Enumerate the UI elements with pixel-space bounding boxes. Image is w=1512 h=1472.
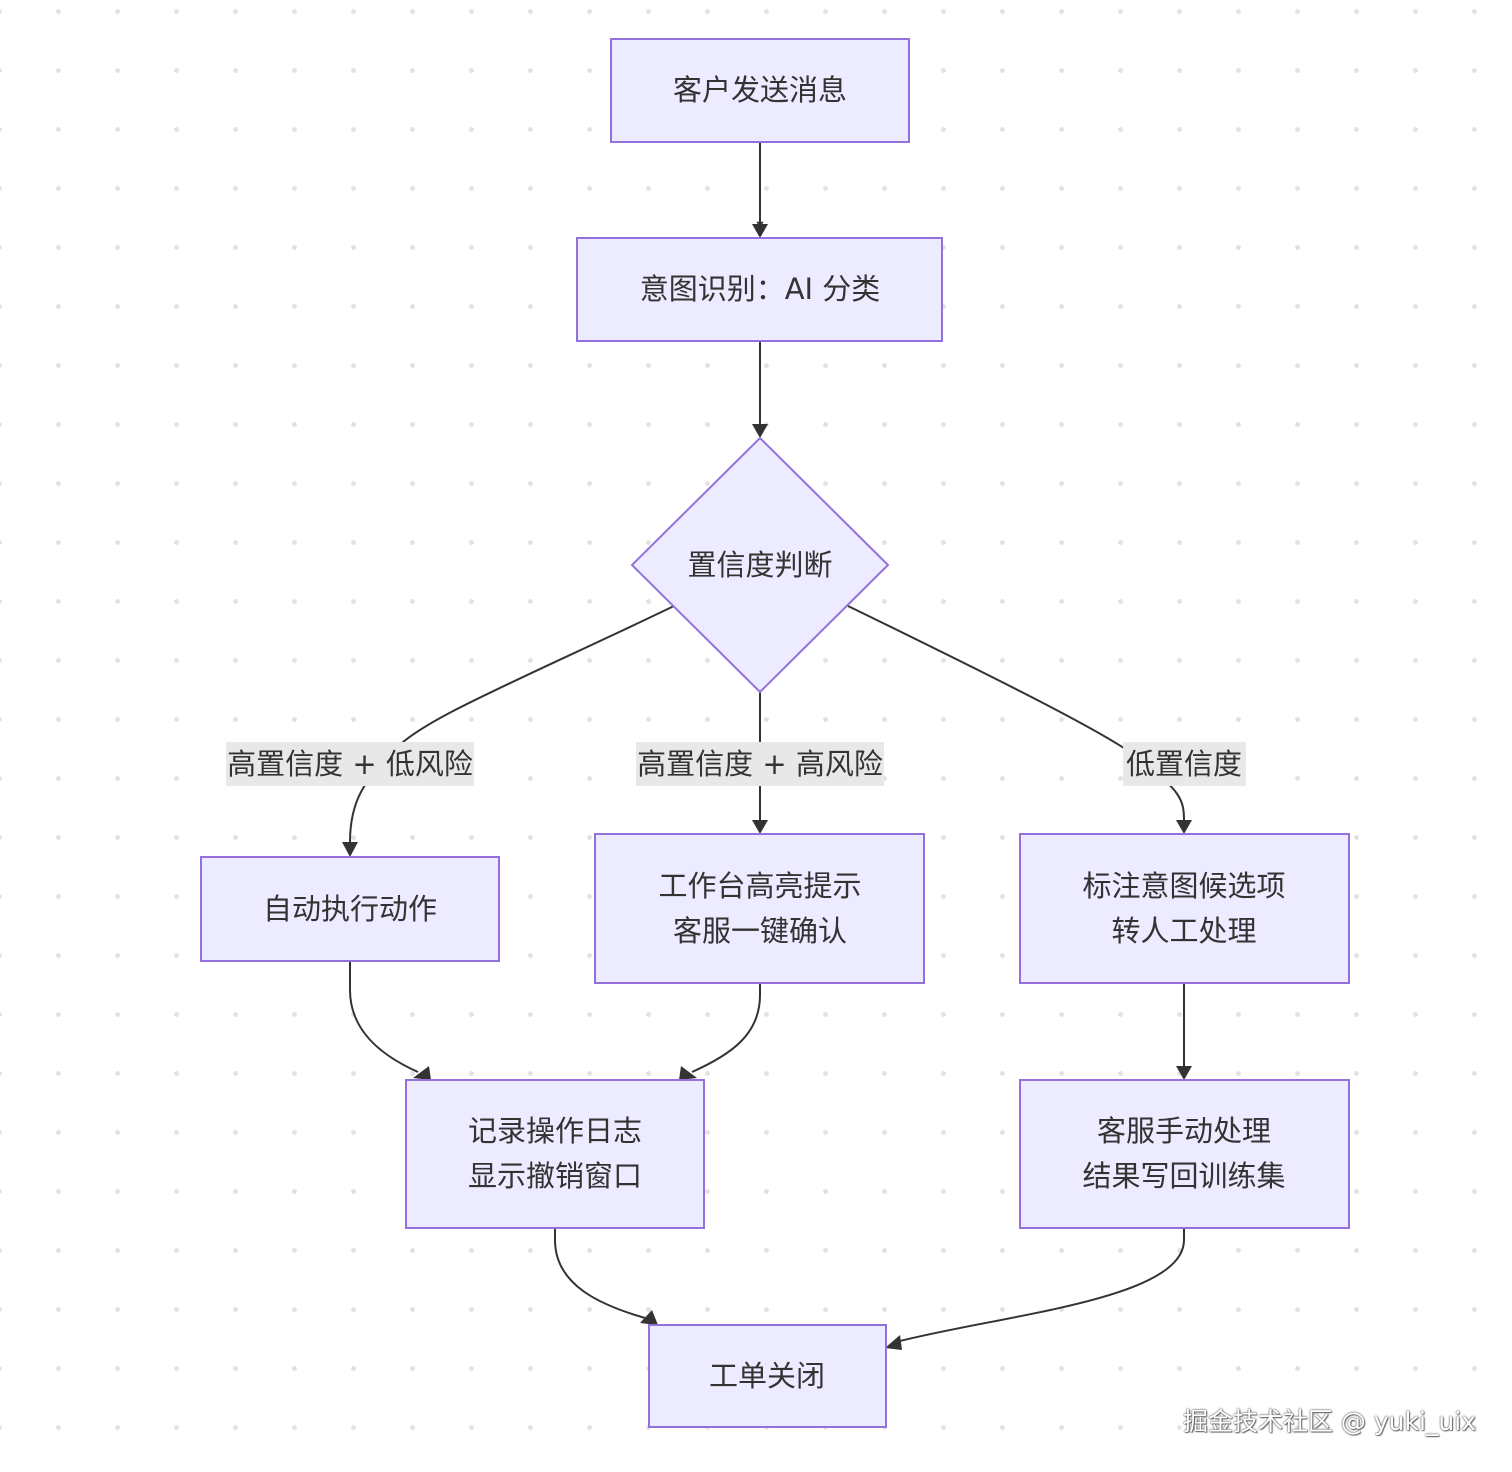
arrowheads <box>342 224 1192 1350</box>
edge-label-high-high-risk-text: 高置信度 + 高风险 <box>637 747 883 781</box>
edge-auto-log <box>349 961 419 1073</box>
edge-label-low-conf: 低置信度 <box>1123 742 1246 786</box>
arrowhead-log-left <box>413 1066 431 1080</box>
arrowhead-auto <box>342 842 358 857</box>
arrowhead-decision <box>752 424 768 438</box>
node-intent: 意图识别：AI 分类 <box>576 237 943 342</box>
node-start-label: 客户发送消息 <box>673 73 847 107</box>
node-highlight-line2: 客服一键确认 <box>673 914 847 948</box>
arrowhead-annotate <box>1176 820 1192 834</box>
edge-decision-auto <box>349 605 675 843</box>
node-highlight-line1: 工作台高亮提示 <box>658 869 861 903</box>
node-highlight: 工作台高亮提示 客服一键确认 <box>594 833 925 984</box>
arrowhead-manual <box>1176 1066 1192 1080</box>
node-annotate: 标注意图候选项 转人工处理 <box>1019 833 1350 984</box>
node-manual: 客服手动处理 结果写回训练集 <box>1019 1079 1350 1229</box>
node-decision-label: 置信度判断 <box>687 548 832 582</box>
edge-label-high-high-risk: 高置信度 + 高风险 <box>636 742 884 786</box>
node-auto: 自动执行动作 <box>200 856 500 962</box>
node-manual-line1: 客服手动处理 <box>1097 1114 1271 1148</box>
node-decision: 置信度判断 <box>630 436 890 694</box>
node-annotate-line1: 标注意图候选项 <box>1082 869 1285 903</box>
node-log: 记录操作日志 显示撤销窗口 <box>405 1079 705 1229</box>
edge-highlight-log <box>691 983 761 1073</box>
arrowhead-log-right <box>679 1066 697 1080</box>
watermark: 掘金技术社区 @ yuki_uix <box>1182 1407 1476 1436</box>
node-intent-label: 意图识别：AI 分类 <box>640 272 881 306</box>
edge-manual-close <box>895 1228 1185 1343</box>
edge-decision-annotate <box>847 605 1185 821</box>
node-annotate-line2: 转人工处理 <box>1111 914 1256 948</box>
arrowhead-close-right <box>885 1335 902 1350</box>
node-log-line1: 记录操作日志 <box>468 1114 642 1148</box>
node-close: 工单关闭 <box>648 1324 887 1428</box>
edge-label-low-conf-text: 低置信度 <box>1126 747 1242 781</box>
arrowhead-intent <box>752 224 768 238</box>
edge-label-high-low-risk: 高置信度 + 低风险 <box>226 742 474 786</box>
node-close-label: 工单关闭 <box>709 1359 825 1393</box>
arrowhead-highlight <box>752 820 768 834</box>
node-start: 客户发送消息 <box>610 38 910 143</box>
node-auto-label: 自动执行动作 <box>263 892 437 926</box>
node-manual-line2: 结果写回训练集 <box>1082 1159 1285 1193</box>
edge-label-high-low-risk-text: 高置信度 + 低风险 <box>227 747 473 781</box>
arrowhead-close-left <box>640 1310 658 1325</box>
edge-log-close <box>554 1228 646 1319</box>
edges <box>349 142 1185 1343</box>
node-log-line2: 显示撤销窗口 <box>468 1159 642 1193</box>
